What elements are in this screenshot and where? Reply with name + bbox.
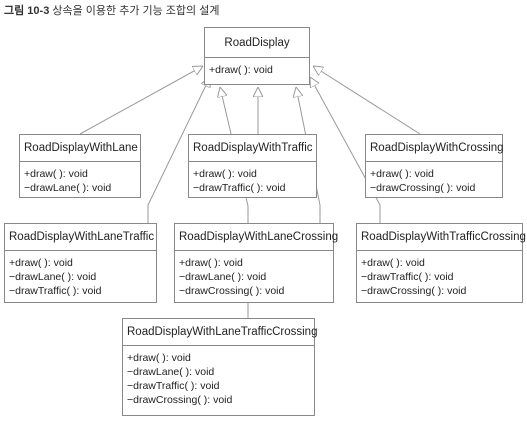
class-name: RoadDisplayWithTraffic [189, 135, 316, 162]
operation: −drawLane( ): void [24, 182, 112, 194]
figure-title: 상속을 이용한 추가 기능 조합의 설계 [52, 5, 220, 17]
class-operations: +draw( ): void −drawLane( ): void −drawT… [123, 346, 314, 409]
operation: −drawTraffic( ): void [127, 380, 220, 392]
class-road-display-with-lane-traffic-crossing: RoadDisplayWithLaneTrafficCrossing +draw… [122, 318, 317, 416]
link-lane-crossing-to-base [296, 87, 321, 223]
operation: −drawCrossing( ): void [370, 182, 476, 194]
class-name: RoadDisplayWithLaneCrossing [175, 224, 338, 251]
operation: +draw( ): void [193, 168, 257, 180]
class-road-display-with-lane: RoadDisplayWithLane +draw( ): void −draw… [19, 134, 141, 198]
class-name: RoadDisplay [205, 28, 309, 58]
class-operations: +draw( ): void −drawLane( ): void −drawT… [5, 251, 156, 300]
operation: −drawTraffic( ): void [361, 271, 454, 283]
link-lane-to-base [79, 66, 203, 135]
class-operations: +draw( ): void −drawTraffic( ): void −dr… [357, 251, 522, 300]
operation: +draw( ): void [361, 257, 425, 269]
operation: +draw( ): void [209, 64, 273, 76]
class-operations: +draw( ): void −drawLane( ): void [20, 162, 140, 197]
class-road-display-with-crossing: RoadDisplayWithCrossing +draw( ): void −… [365, 134, 504, 198]
class-operations: +draw( ): void −drawTraffic( ): void [189, 162, 316, 197]
class-operations: +draw( ): void −drawCrossing( ): void [366, 162, 502, 197]
class-road-display: RoadDisplay +draw( ): void [204, 27, 310, 85]
link-crossing-to-base [313, 66, 421, 135]
class-operations: +draw( ): void [205, 58, 309, 79]
class-road-display-with-lane-crossing: RoadDisplayWithLaneCrossing +draw( ): vo… [174, 223, 338, 303]
operation: +draw( ): void [24, 168, 88, 180]
operation: −drawCrossing( ): void [127, 394, 233, 406]
operation: +draw( ): void [370, 168, 434, 180]
link-lane-traffic-to-base [147, 77, 210, 223]
figure-number: 그림 10-3 [4, 5, 50, 17]
operation: −drawTraffic( ): void [193, 182, 286, 194]
figure-caption: 그림 10-3 상속을 이용한 추가 기능 조합의 설계 [4, 2, 219, 18]
operation: −drawLane( ): void [9, 271, 97, 283]
class-name: RoadDisplayWithLaneTraffic [5, 224, 156, 251]
class-name: RoadDisplayWithLaneTrafficCrossing [123, 319, 317, 346]
class-operations: +draw( ): void −drawLane( ): void −drawC… [175, 251, 333, 300]
operation: −drawLane( ): void [179, 271, 267, 283]
class-road-display-with-traffic-crossing: RoadDisplayWithTrafficCrossing +draw( ):… [356, 223, 526, 303]
class-name: RoadDisplayWithTrafficCrossing [357, 224, 526, 251]
operation: −drawCrossing( ): void [361, 285, 467, 297]
operation: +draw( ): void [9, 257, 73, 269]
link-traffic-crossing-to-base [310, 77, 381, 223]
operation: +draw( ): void [179, 257, 243, 269]
class-road-display-with-lane-traffic: RoadDisplayWithLaneTraffic +draw( ): voi… [4, 223, 157, 303]
operation: +draw( ): void [127, 352, 191, 364]
class-name: RoadDisplayWithCrossing [366, 135, 504, 162]
class-road-display-with-traffic: RoadDisplayWithTraffic +draw( ): void −d… [188, 134, 317, 198]
operation: −drawCrossing( ): void [179, 285, 285, 297]
operation: −drawTraffic( ): void [9, 285, 102, 297]
class-name: RoadDisplayWithLane [20, 135, 140, 162]
operation: −drawLane( ): void [127, 366, 215, 378]
